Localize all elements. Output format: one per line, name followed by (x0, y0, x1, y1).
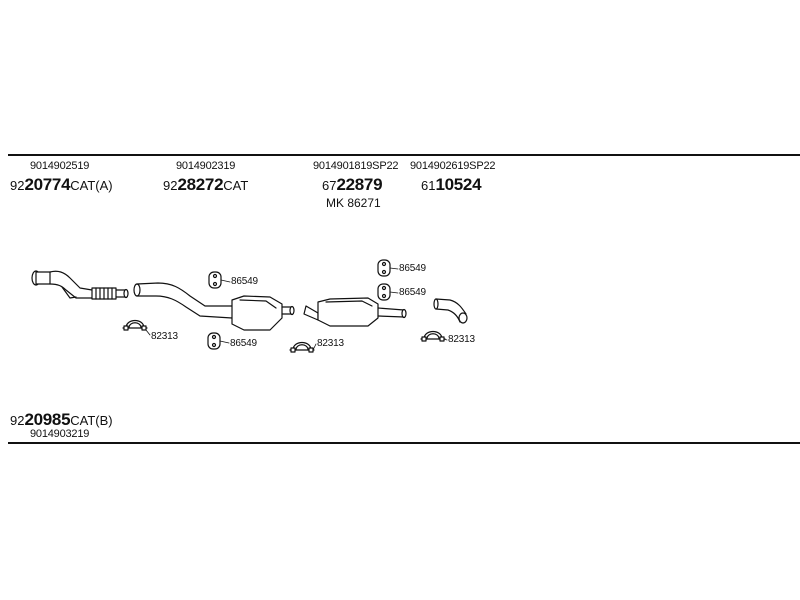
part-number-assembly-2[interactable]: 9228272CAT (163, 175, 248, 195)
part-main: 22879 (336, 175, 383, 194)
mounting-kit-number[interactable]: MK 86271 (326, 196, 381, 210)
hanger-1-label: 86549 (231, 276, 258, 287)
hanger-2-label: 86549 (230, 338, 257, 349)
oe-number-assembly-3: 9014901819SP22 (313, 160, 399, 172)
part-suffix: CAT(A) (70, 178, 113, 193)
middle-silencer-part[interactable] (303, 297, 407, 327)
part-suffix: CAT(B) (70, 413, 113, 428)
front-pipe-part[interactable] (31, 270, 129, 300)
oe-number-assembly-4: 9014902619SP22 (410, 160, 496, 172)
clamp-3-part[interactable] (420, 330, 446, 342)
hanger-2-part[interactable] (207, 332, 221, 350)
oe-number-assembly-2: 9014902319 (176, 160, 236, 172)
part-prefix: 61 (421, 178, 436, 193)
clamp-1-label: 82313 (151, 331, 178, 342)
part-number-bottom-assembly[interactable]: 9220985CAT(B) (10, 410, 113, 430)
part-number-assembly-3[interactable]: 6722879 (322, 175, 383, 195)
oe-number-assembly-1: 9014902519 (30, 160, 90, 172)
top-rule (8, 154, 800, 156)
part-suffix: CAT (223, 178, 249, 193)
hanger-4-part[interactable] (377, 283, 391, 301)
hanger-3-part[interactable] (377, 259, 391, 277)
part-main: 20774 (24, 175, 71, 194)
part-main: 28272 (177, 175, 224, 194)
part-number-assembly-1[interactable]: 9220774CAT(A) (10, 175, 113, 195)
clamp-2-label: 82313 (317, 338, 344, 349)
oe-number-bottom-assembly: 9014903219 (30, 428, 90, 440)
part-main: 20985 (24, 410, 71, 429)
hanger-3-label: 86549 (399, 263, 426, 274)
part-prefix: 67 (322, 178, 337, 193)
part-prefix: 92 (163, 178, 178, 193)
hanger-4-label: 86549 (399, 287, 426, 298)
tail-pipe-part[interactable] (433, 298, 468, 324)
part-main: 10524 (435, 175, 482, 194)
hanger-1-part[interactable] (208, 271, 222, 289)
clamp-3-label: 82313 (448, 334, 475, 345)
bottom-rule (8, 442, 800, 444)
part-number-assembly-4[interactable]: 6110524 (421, 175, 482, 195)
clamp-2-part[interactable] (289, 341, 315, 353)
part-prefix: 92 (10, 178, 25, 193)
leader-lines (145, 267, 448, 351)
clamp-1-part[interactable] (122, 319, 148, 331)
part-prefix: 92 (10, 413, 25, 428)
catalytic-converter-part[interactable] (133, 282, 295, 331)
